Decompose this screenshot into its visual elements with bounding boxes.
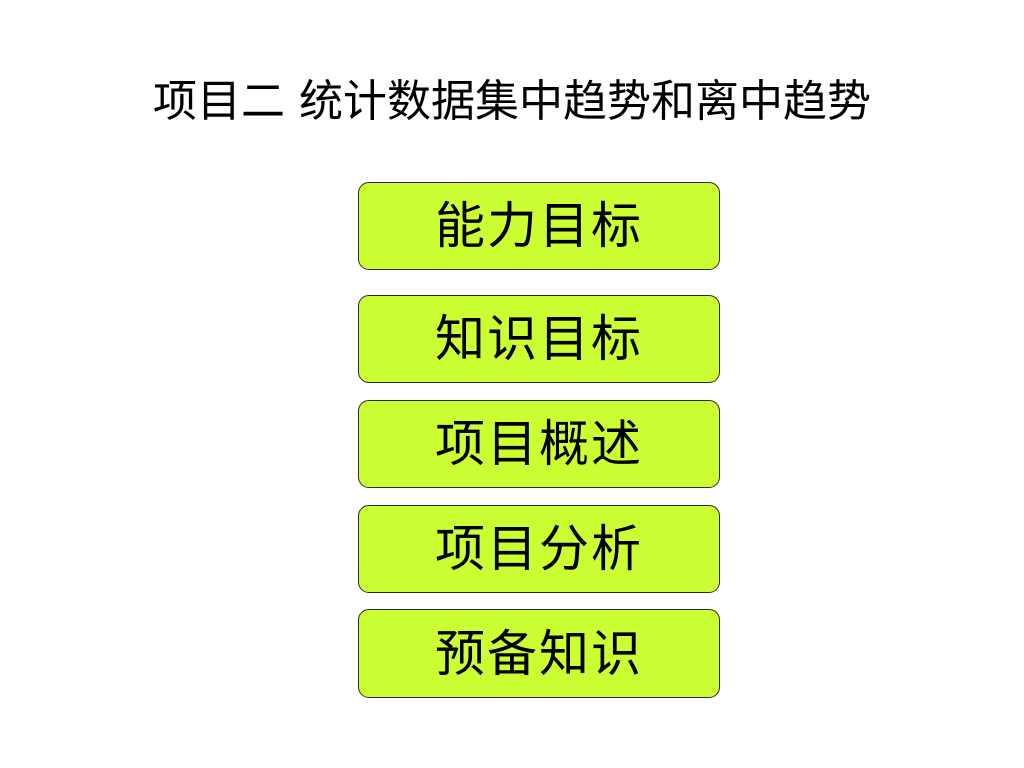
menu-button-project-overview[interactable]: 项目概述 <box>358 400 720 488</box>
slide-title: 项目二 统计数据集中趋势和离中趋势 <box>153 76 871 127</box>
menu-button-label: 项目分析 <box>435 520 643 578</box>
menu-button-ability-goals[interactable]: 能力目标 <box>358 182 720 270</box>
menu-button-knowledge-goals[interactable]: 知识目标 <box>358 295 720 383</box>
menu-button-label: 预备知识 <box>435 624 643 683</box>
menu-button-label: 项目概述 <box>435 415 643 473</box>
menu-button-project-analysis[interactable]: 项目分析 <box>358 505 720 593</box>
menu-button-label: 知识目标 <box>435 310 643 368</box>
menu-button-prerequisite-knowledge[interactable]: 预备知识 <box>358 609 720 698</box>
menu-button-label: 能力目标 <box>435 197 643 255</box>
